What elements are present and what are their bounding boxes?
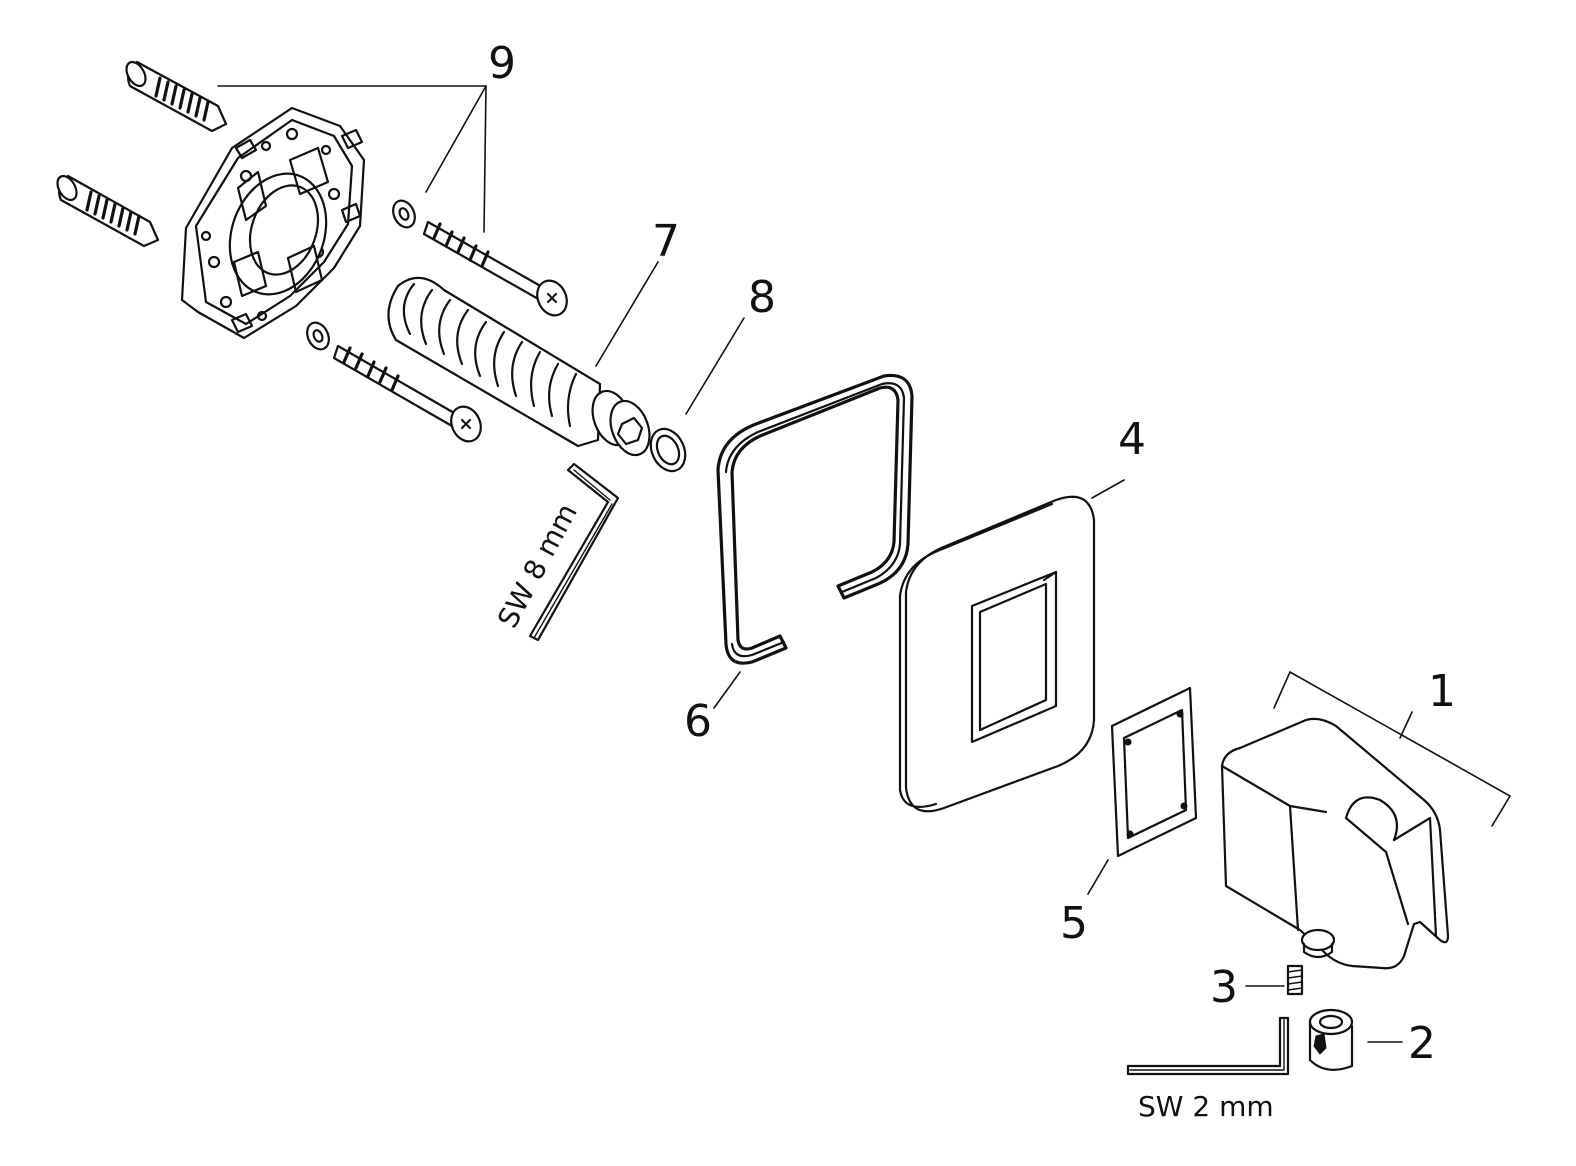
- seal-gasket: [716, 373, 914, 665]
- washer-upper: [392, 199, 416, 229]
- washer-lower: [306, 321, 330, 351]
- wall-plug-lower: [56, 174, 160, 248]
- hose-connector-sleeve: [387, 276, 651, 457]
- screw-upper: [422, 220, 568, 317]
- connection-nut: [1308, 1008, 1354, 1071]
- hex-key-large: [528, 462, 620, 642]
- callout-1: 1: [1428, 666, 1456, 717]
- cover-plate: [898, 495, 1096, 813]
- callout-9: 9: [488, 38, 516, 89]
- wall-plug-upper: [125, 60, 228, 133]
- callout-5: 5: [1060, 898, 1088, 949]
- shower-holder: [1220, 717, 1450, 970]
- callout-7: 7: [652, 216, 680, 267]
- gasket-plate: [1110, 686, 1198, 858]
- o-ring: [649, 427, 687, 473]
- callout-8: 8: [748, 272, 776, 323]
- screw-lower: [332, 344, 482, 443]
- hex-key-small-label: SW 2 mm: [1138, 1090, 1274, 1123]
- set-screw: [1286, 964, 1304, 996]
- callout-2: 2: [1408, 1018, 1436, 1069]
- leader-lines: [217, 85, 1512, 1043]
- callout-3: 3: [1210, 962, 1238, 1013]
- callout-4: 4: [1118, 414, 1146, 465]
- hex-key-small: [1126, 1016, 1290, 1076]
- callout-6: 6: [684, 696, 712, 747]
- mounting-plate: [180, 106, 366, 340]
